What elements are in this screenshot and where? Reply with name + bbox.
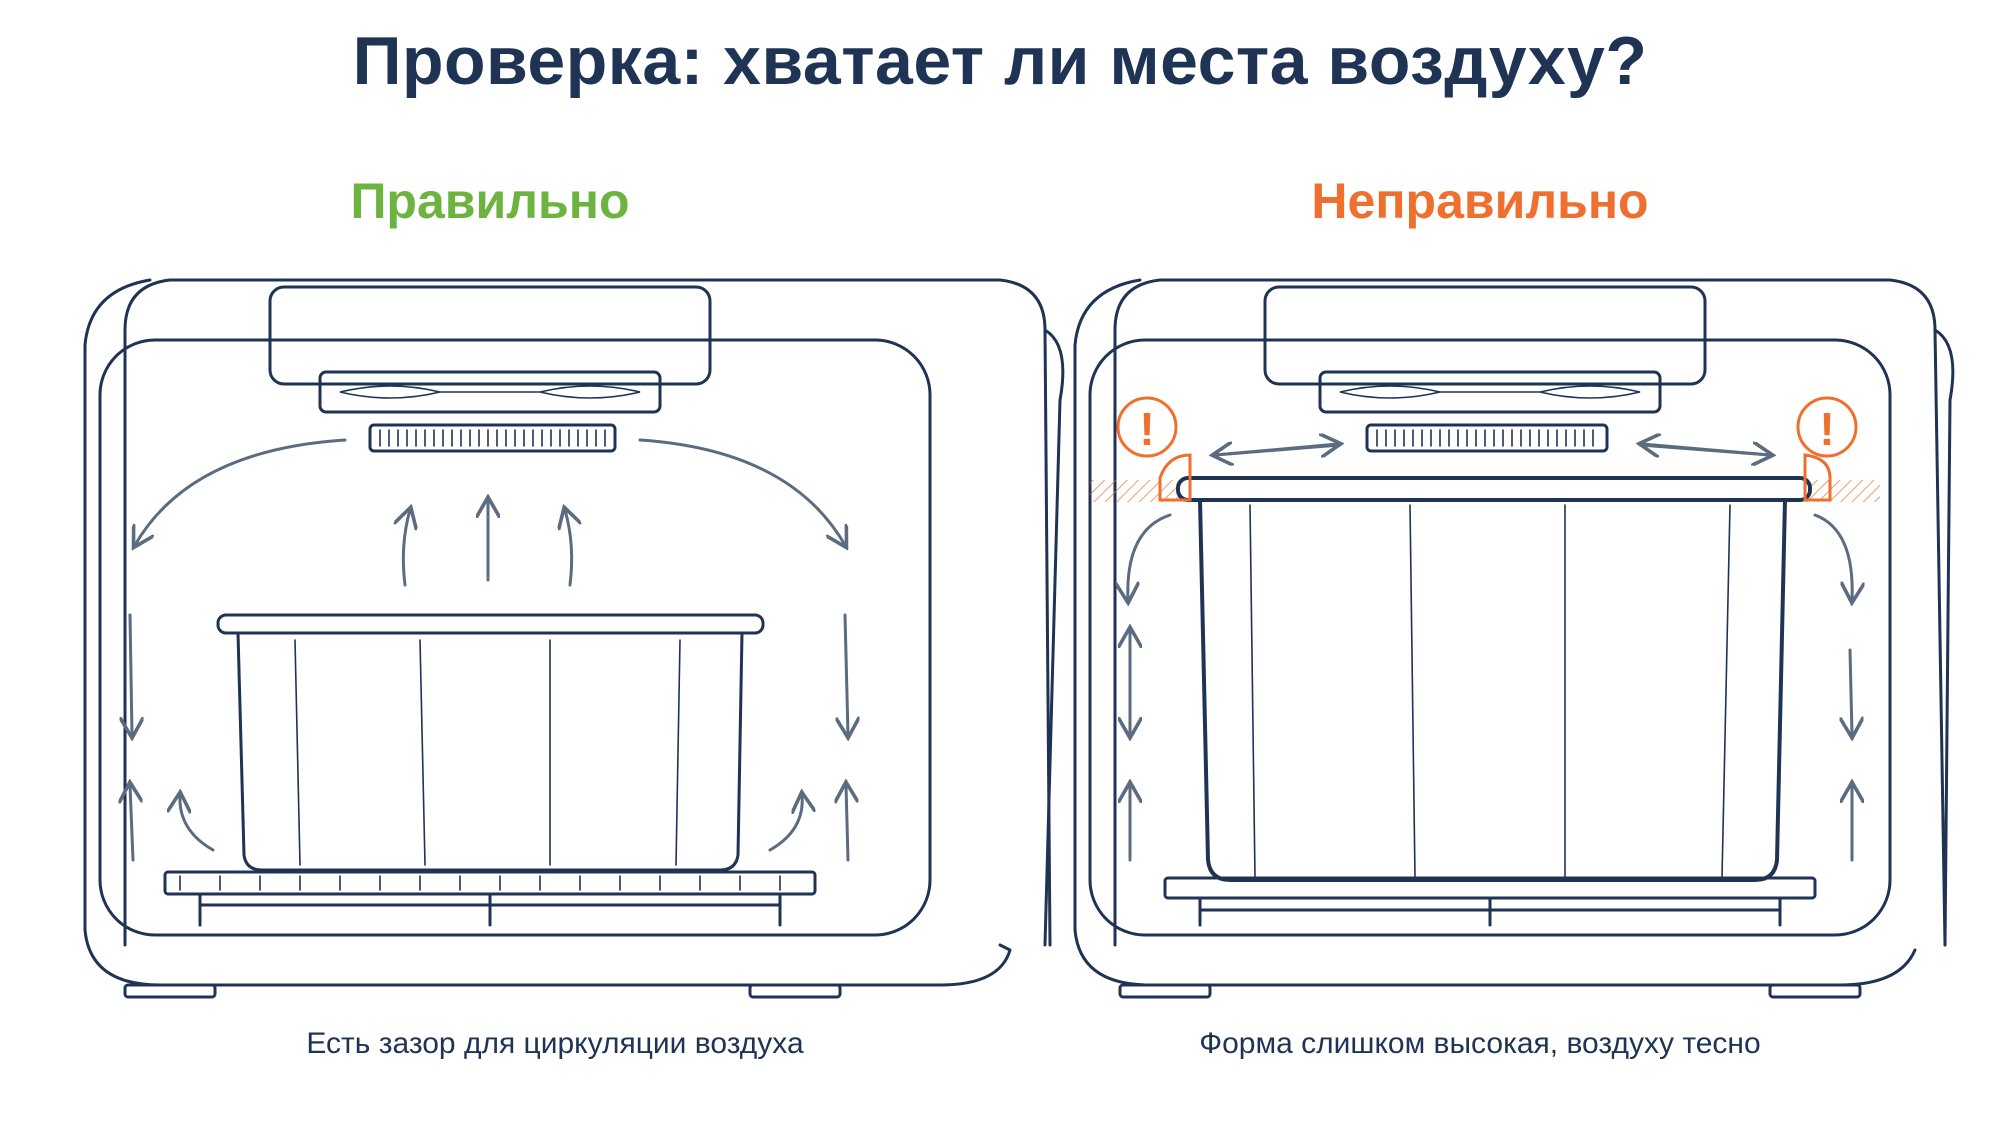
airflow-arrows-incorrect [1128,444,1852,862]
air-fryer-incorrect: ! ! [1073,278,1955,999]
svg-text:!: ! [1139,403,1154,455]
correct-caption: Есть зазор для циркуляции воздуха [306,1027,804,1060]
incorrect-heading: Неправильно [1311,173,1649,229]
airflow-arrows-correct [130,438,848,862]
air-fryer-correct [83,278,1065,999]
warning-icon: ! [1796,396,1858,458]
fan-icon [1318,370,1662,414]
page-title: Проверка: хватает ли места воздуху? [352,23,1648,99]
correct-heading: Правильно [350,173,630,229]
warning-icon: ! [1116,396,1178,458]
incorrect-caption: Форма слишком высокая, воздуху тесно [1199,1027,1761,1060]
fan-icon [318,370,662,414]
svg-text:!: ! [1819,403,1834,455]
